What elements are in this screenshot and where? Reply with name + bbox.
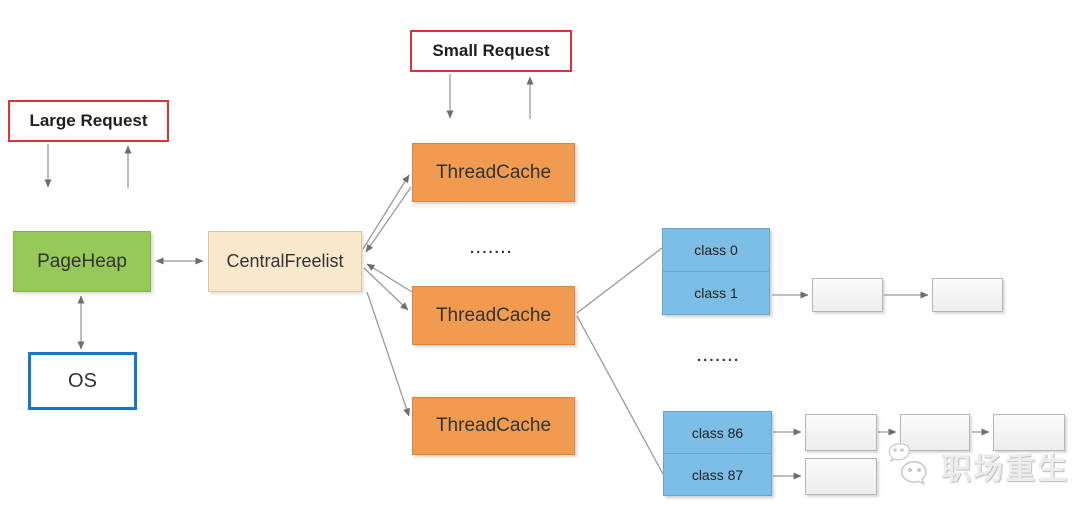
watermark: 职场重生 xyxy=(883,440,1069,492)
pageheap-box: PageHeap xyxy=(13,231,151,292)
free-node xyxy=(805,414,877,451)
free-node xyxy=(932,278,1003,312)
class-0-label: class 0 xyxy=(694,242,738,258)
threadcache-box-2: ThreadCache xyxy=(412,286,575,345)
watermark-text: 职场重生 xyxy=(941,453,1069,486)
line-threadcache2-class-top-stack xyxy=(576,247,663,314)
small-request-box: Small Request xyxy=(410,30,572,72)
class-stack-top: class 0 class 1 xyxy=(662,228,770,315)
threadcache-1-label: ThreadCache xyxy=(435,161,552,183)
threadcache-3-label: ThreadCache xyxy=(435,415,552,436)
line-threadcache2-class-bottom-stack xyxy=(576,315,664,475)
class-86-cell: class 86 xyxy=(663,411,772,454)
os-label: OS xyxy=(68,369,97,392)
pageheap-label: PageHeap xyxy=(37,250,127,272)
large-request-label: Large Request xyxy=(29,111,148,130)
class-0-cell: class 0 xyxy=(662,228,770,272)
arrow-threadcache2-centralfreelist xyxy=(366,263,413,293)
wechat-icon xyxy=(888,443,927,486)
free-node xyxy=(993,414,1065,451)
ellipsis-threadcache: ....... xyxy=(470,240,514,257)
arrow-centralfreelist-threadcache3 xyxy=(366,291,410,417)
small-request-label: Small Request xyxy=(432,41,550,60)
arrow-centralfreelist-threadcache1 xyxy=(362,174,410,250)
os-box: OS xyxy=(28,352,137,410)
central-freelist-box: CentralFreelist xyxy=(208,231,362,292)
arrow-centralfreelist-threadcache2 xyxy=(363,267,409,311)
free-node xyxy=(805,458,877,495)
class-87-cell: class 87 xyxy=(663,453,772,496)
class-1-cell: class 1 xyxy=(662,271,770,315)
arrow-threadcache1-centralfreelist xyxy=(365,186,412,253)
class-87-label: class 87 xyxy=(691,466,744,483)
class-1-label: class 1 xyxy=(694,285,738,301)
threadcache-box-3: ThreadCache xyxy=(412,397,575,455)
threadcache-2-label: ThreadCache xyxy=(435,304,552,326)
ellipsis-classes: ....... xyxy=(697,348,741,365)
threadcache-box-1: ThreadCache xyxy=(412,143,575,202)
class-stack-bottom: class 86 class 87 xyxy=(663,411,772,496)
free-node xyxy=(812,278,883,312)
large-request-box: Large Request xyxy=(8,100,169,142)
free-node xyxy=(900,414,970,451)
class-86-label: class 86 xyxy=(691,424,744,441)
central-freelist-label: CentralFreelist xyxy=(226,251,344,271)
